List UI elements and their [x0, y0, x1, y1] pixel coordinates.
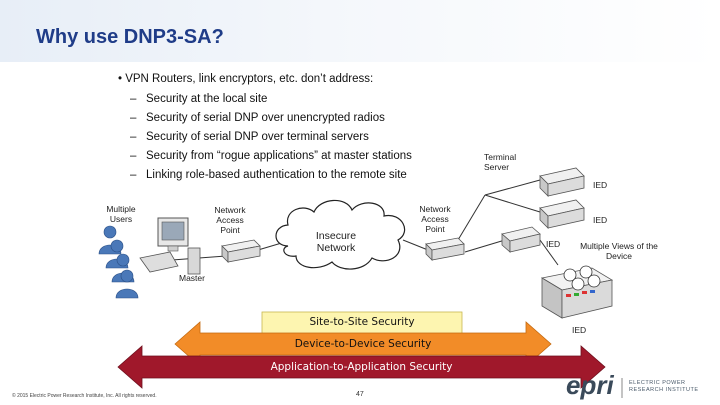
- org-name: ELECTRIC POWER RESEARCH INSTITUTE: [629, 380, 699, 394]
- ied-device-middle: [539, 199, 585, 229]
- label-master: Master: [179, 273, 205, 283]
- label-ied-top: IED: [593, 180, 608, 190]
- copyright-notice: © 2015 Electric Power Research Institute…: [12, 393, 157, 399]
- label-application-to-application-security: Application-to-Application Security: [270, 361, 453, 373]
- label-network-access-point-left: Network Access Point: [214, 205, 246, 235]
- users-icon: [98, 225, 139, 299]
- bullet-item-text: Linking role-based authentication to the…: [146, 169, 407, 181]
- bullet-item-text: Security at the local site: [146, 93, 268, 105]
- bullet-item-text: Security of serial DNP over unencrypted …: [146, 112, 385, 124]
- label-multiple-views: Multiple Views of the Device: [580, 241, 658, 261]
- bullet-item: –Security of serial DNP over unencrypted…: [130, 112, 385, 124]
- label-site-to-site-security: Site-to-Site Security: [309, 316, 415, 328]
- bullet-list: • VPN Routers, link encryptors, etc. don…: [118, 73, 412, 185]
- master-workstation-icon: [139, 217, 201, 275]
- ied-device-top: [539, 167, 585, 197]
- epri-wordmark: epri: [566, 370, 614, 400]
- org-name-line2: RESEARCH INSTITUTE: [629, 387, 699, 393]
- label-multiple-users: Multiple Users: [106, 204, 136, 224]
- bullet-item: –Security of serial DNP over terminal se…: [130, 131, 369, 143]
- label-terminal-server: Terminal Server: [484, 152, 517, 172]
- label-ied-left: IED: [546, 239, 561, 249]
- bullet-item: –Linking role-based authentication to th…: [130, 169, 407, 181]
- title-band: [0, 0, 720, 62]
- cloud-icon: [275, 199, 406, 270]
- network-access-point-left: [221, 239, 261, 263]
- bullet-item-text: Security of serial DNP over terminal ser…: [146, 131, 369, 143]
- label-ied-bottom: IED: [572, 325, 587, 335]
- page-number: 47: [356, 391, 364, 398]
- ied-device-bottom: [540, 265, 614, 319]
- epri-logo: epri: [566, 370, 623, 400]
- org-name-line1: ELECTRIC POWER: [629, 380, 686, 386]
- bullet-lead: • VPN Routers, link encryptors, etc. don…: [118, 73, 374, 85]
- label-device-to-device-security: Device-to-Device Security: [294, 338, 432, 350]
- label-network-access-point-right: Network Access Point: [419, 204, 451, 234]
- bullet-item: –Security from “rogue applications” at m…: [130, 150, 412, 162]
- application-to-application-arrow: [117, 345, 606, 389]
- bullet-item: –Security at the local site: [130, 93, 268, 105]
- label-insecure-network: Insecure Network: [315, 230, 357, 254]
- label-ied-middle: IED: [593, 215, 608, 225]
- network-access-point-right: [425, 237, 465, 261]
- slide-title: Why use DNP3-SA?: [36, 26, 224, 48]
- bullet-item-text: Security from “rogue applications” at ma…: [146, 150, 412, 162]
- ied-device-left: [501, 226, 541, 253]
